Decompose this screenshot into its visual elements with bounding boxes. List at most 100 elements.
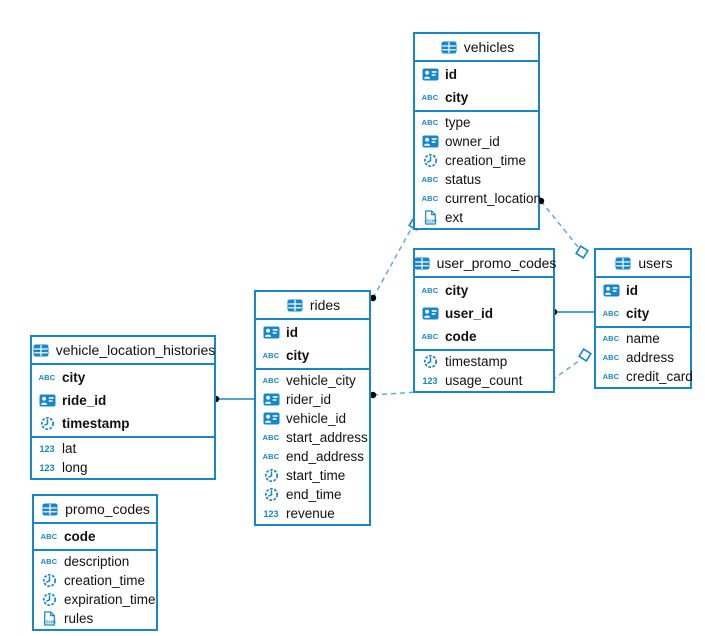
- clock-icon: [39, 573, 59, 588]
- column-name: city: [445, 90, 469, 105]
- table-header-user_promo_codes[interactable]: user_promo_codes: [414, 250, 556, 278]
- column-name: start_time: [286, 468, 346, 483]
- json-icon: JSON: [39, 611, 59, 626]
- vehicles-column-id[interactable]: id: [415, 63, 538, 86]
- id-card-icon: [420, 68, 440, 81]
- rides-column-start_time[interactable]: start_time: [256, 466, 369, 485]
- id-card-icon: [261, 412, 281, 425]
- user_promo_codes-column-user_id[interactable]: user_id: [415, 302, 553, 325]
- json-icon: JSON: [420, 210, 440, 225]
- vehicles-column-owner_id[interactable]: owner_id: [415, 132, 538, 151]
- column-name: end_address: [286, 449, 365, 464]
- column-name: expiration_time: [64, 592, 156, 607]
- id-card-icon: [420, 135, 440, 148]
- vehicles-column-ext[interactable]: JSON ext: [415, 208, 538, 227]
- table-name: vehicles: [463, 39, 515, 55]
- table-header-vehicles[interactable]: vehicles: [415, 34, 538, 62]
- vehicle_location_histories-column-timestamp[interactable]: timestamp: [32, 412, 214, 435]
- table-name: users: [638, 255, 673, 271]
- column-name: city: [626, 306, 650, 321]
- column-name: city: [445, 283, 469, 298]
- text-type-icon: ABC: [421, 194, 439, 203]
- clock-icon: [39, 592, 59, 607]
- promo_codes-column-creation_time[interactable]: creation_time: [34, 571, 156, 590]
- text-type-icon: ABC: [602, 353, 620, 362]
- text-type-icon: ABC: [40, 557, 58, 566]
- vehicle_location_histories-column-ride_id[interactable]: ride_id: [32, 389, 214, 412]
- table-header-users[interactable]: users: [596, 250, 690, 278]
- user_promo_codes-column-usage_count[interactable]: 123 usage_count: [415, 371, 553, 390]
- number-type-icon: 123: [263, 508, 279, 519]
- column-name: timestamp: [62, 416, 130, 431]
- rides-column-vehicle_id[interactable]: vehicle_id: [256, 409, 369, 428]
- id-card-icon: [420, 307, 440, 320]
- column-name: user_id: [445, 306, 494, 321]
- column-name: type: [445, 115, 471, 130]
- clock-icon: [420, 354, 440, 369]
- text-type-icon: ABC: [602, 309, 620, 318]
- table-icon: [31, 344, 51, 357]
- table-icon: [285, 299, 305, 312]
- vehicles-column-current_location[interactable]: ABC current_location: [415, 189, 542, 208]
- number-type-icon: 123: [422, 375, 438, 386]
- rides-column-rider_id[interactable]: rider_id: [256, 390, 369, 409]
- table-name: promo_codes: [65, 501, 150, 517]
- column-name: rider_id: [286, 392, 332, 407]
- column-name: end_time: [286, 487, 342, 502]
- users-column-id[interactable]: id: [596, 279, 690, 302]
- users-column-city[interactable]: ABC city: [596, 302, 690, 325]
- table-name: user_promo_codes: [436, 255, 557, 271]
- text-type-icon: ABC: [421, 332, 439, 341]
- vehicles-column-creation_time[interactable]: creation_time: [415, 151, 538, 170]
- clock-icon: [37, 416, 57, 431]
- column-name: name: [626, 331, 660, 346]
- table-header-vehicle_location_histories[interactable]: vehicle_location_histories: [31, 337, 215, 365]
- table-icon: [40, 503, 60, 516]
- text-type-icon: ABC: [262, 376, 280, 385]
- rides-column-end_time[interactable]: end_time: [256, 485, 369, 504]
- promo_codes-column-description[interactable]: ABC description: [34, 552, 156, 571]
- table-header-promo_codes[interactable]: promo_codes: [34, 496, 156, 524]
- column-name: start_address: [286, 430, 368, 445]
- column-name: vehicle_id: [286, 411, 347, 426]
- column-name: current_location: [445, 191, 542, 206]
- column-name: description: [64, 554, 130, 569]
- text-type-icon: ABC: [38, 373, 56, 382]
- number-type-icon: 123: [39, 462, 55, 473]
- column-name: id: [626, 283, 638, 298]
- column-name: city: [286, 348, 310, 363]
- column-name: code: [64, 529, 96, 544]
- user_promo_codes-column-timestamp[interactable]: timestamp: [415, 352, 553, 371]
- text-type-icon: ABC: [421, 175, 439, 184]
- table-header-rides[interactable]: rides: [256, 292, 369, 320]
- column-name: usage_count: [445, 373, 523, 388]
- rides-column-id[interactable]: id: [256, 321, 369, 344]
- promo_codes-column-expiration_time[interactable]: expiration_time: [34, 590, 156, 609]
- column-name: credit_card: [626, 369, 693, 384]
- column-name: ext: [445, 210, 464, 225]
